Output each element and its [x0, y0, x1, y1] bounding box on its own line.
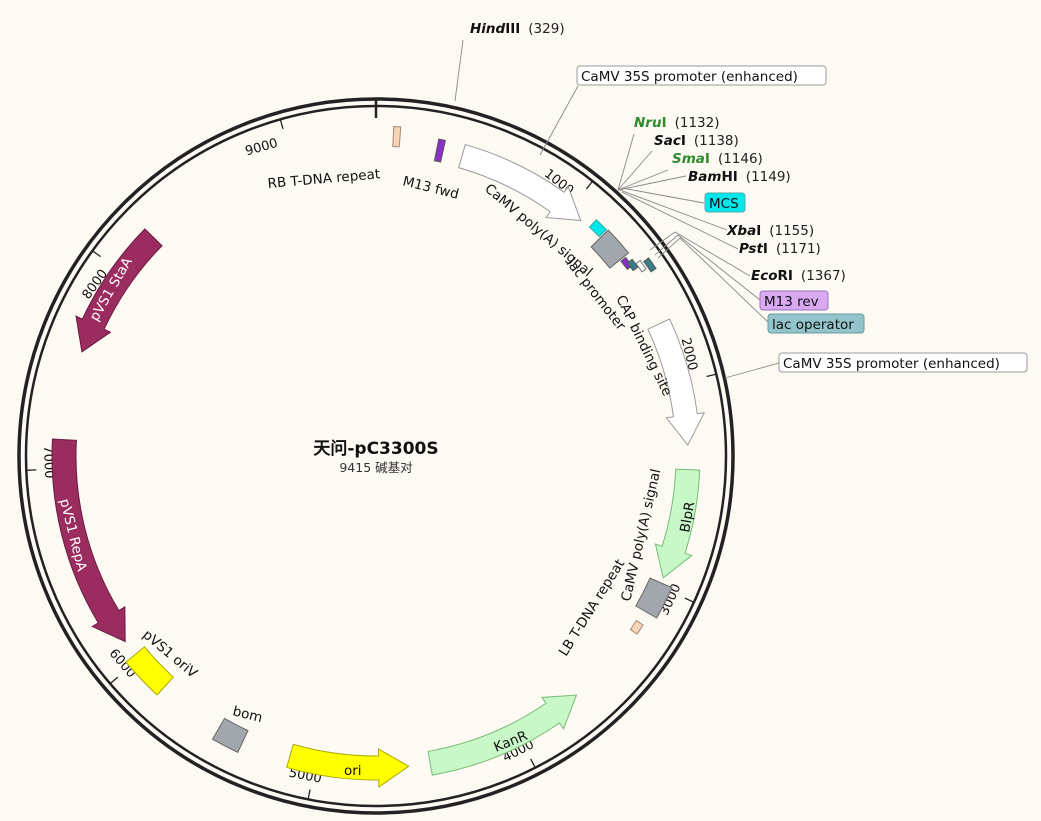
label-m13-fwd: M13 fwd: [401, 173, 460, 202]
feature-lac-operator[interactable]: [626, 258, 639, 272]
feature-m13-fwd[interactable]: [433, 138, 446, 163]
leader-line: [539, 85, 579, 156]
site-nrui[interactable]: NruI(1132): [634, 115, 720, 131]
plasmid-length: 9415 碱基对: [339, 460, 412, 475]
svg-text:CaMV 35S promoter (enhanced): CaMV 35S promoter (enhanced): [581, 69, 798, 85]
feature-pvs1-staa[interactable]: [75, 228, 163, 353]
leader-line: [617, 169, 669, 191]
leader-line: [617, 133, 635, 191]
tick-mark: [109, 676, 119, 685]
feature-kanr[interactable]: [427, 694, 578, 776]
leader-line: [654, 234, 761, 301]
feature-cap-binding-site[interactable]: [643, 257, 657, 273]
callout-camv-35s-right[interactable]: CaMV 35S promoter (enhanced): [778, 352, 1028, 373]
callout-m13-rev[interactable]: M13 rev: [759, 290, 829, 311]
svg-text:lac operator: lac operator: [772, 317, 854, 333]
leader-line: [649, 231, 751, 277]
site-xbai[interactable]: XbaI(1155): [726, 223, 814, 239]
feature-blpr[interactable]: [654, 468, 701, 579]
callout-lac-operator[interactable]: lac operator: [767, 313, 865, 334]
feature-bom[interactable]: [211, 717, 249, 754]
leader-line: [621, 187, 705, 204]
plasmid-name: 天问-pC3300S: [313, 438, 438, 459]
feature-camv-polya-signal-2[interactable]: [635, 577, 673, 619]
leader-line: [621, 191, 739, 250]
feature-camv-polya-signal-1[interactable]: [590, 229, 630, 269]
site-saci[interactable]: SacI(1138): [654, 133, 739, 149]
leader-line: [619, 189, 728, 231]
leader-line: [657, 237, 769, 323]
tick-mark: [585, 180, 594, 190]
feature-m13-rev[interactable]: [620, 256, 633, 271]
feature-lac-promoter[interactable]: [635, 259, 647, 273]
feature-pvs1-oriv[interactable]: [125, 646, 175, 696]
tick-mark: [92, 250, 101, 258]
tick-label: 9000: [244, 136, 280, 159]
label-blpr: BlpR: [677, 500, 698, 533]
label-ori: ori: [344, 763, 362, 779]
leader-line: [724, 362, 780, 379]
leader-line: [617, 175, 687, 191]
leader-line: [617, 150, 653, 191]
feature-rb-t-dna-repeat[interactable]: [392, 125, 402, 148]
site-smai[interactable]: SmaI(1146): [672, 151, 763, 167]
svg-text:CaMV 35S promoter (enhanced): CaMV 35S promoter (enhanced): [783, 356, 1000, 372]
tick-mark: [684, 597, 695, 603]
svg-text:MCS: MCS: [709, 196, 739, 212]
tick-mark: [307, 789, 311, 800]
tick-mark: [706, 373, 717, 378]
site-psti[interactable]: PstI(1171): [739, 241, 821, 257]
tick-mark: [279, 119, 284, 130]
label-rb-t-dna-repeat: RB T-DNA repeat: [267, 166, 381, 192]
feature-camv-35s-promoter-1[interactable]: [458, 143, 582, 222]
callout-mcs[interactable]: MCS: [704, 192, 746, 213]
label-lb-t-dna-repeat: LB T-DNA repeat: [556, 557, 628, 660]
site-ecori[interactable]: EcoRI(1367): [751, 268, 846, 284]
feature-mcs[interactable]: [588, 219, 608, 238]
backbone-ring: [17, 97, 735, 815]
feature-pvs1-repa[interactable]: [51, 438, 126, 643]
tick-mark: [530, 758, 536, 769]
leader-line: [454, 39, 464, 102]
svg-text:M13 rev: M13 rev: [764, 294, 819, 310]
feature-camv-35s-promoter-2[interactable]: [647, 318, 706, 447]
site-bamhi[interactable]: BamHI(1149): [688, 169, 791, 185]
label-bom: bom: [231, 703, 264, 726]
feature-lb-t-dna-repeat[interactable]: [629, 619, 644, 635]
callout-camv-35s-top[interactable]: CaMV 35S promoter (enhanced): [576, 65, 827, 86]
site-hindiii[interactable]: HindIII(329): [470, 21, 565, 37]
feature-ori[interactable]: [286, 743, 410, 788]
